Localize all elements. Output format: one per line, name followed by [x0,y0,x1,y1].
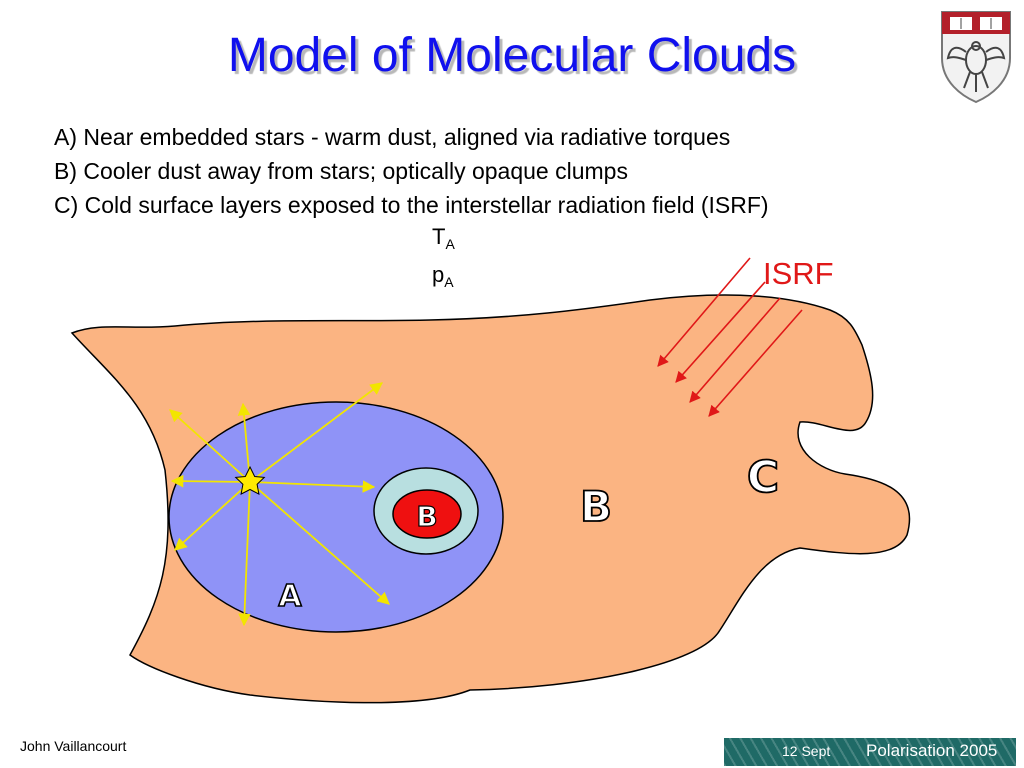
isrf-arrow [675,281,766,383]
star-ray [174,481,251,551]
star-rays [169,382,390,627]
clump-inner [392,489,462,539]
bullet-list: A) Near embedded stars - warm dust, alig… [54,120,769,222]
footer-author: John Vaillancourt [20,738,127,754]
region-a-label: A [278,579,302,614]
star-ray [169,409,251,483]
star-ray [249,382,384,483]
footer-conference: Polarisation 2005 [866,741,998,760]
density-subscript: A [444,274,454,290]
bullet-b: B) Cooler dust away from stars; opticall… [54,158,628,184]
region-a [168,401,504,633]
star-ray [249,481,390,605]
temperature-symbol: T [432,224,446,249]
footer-bar: 12 Sept Polarisation 2005 [724,738,1016,766]
isrf-arrow [657,257,751,367]
bullet-a: A) Near embedded stars - warm dust, alig… [54,124,731,150]
temperature-subscript: A [445,236,455,252]
isrf-arrow [708,309,803,417]
density-symbol: p [432,262,445,287]
star-ray [238,481,251,627]
isrf-label: ISRF [763,256,834,291]
bullet-c: C) Cold surface layers exposed to the in… [54,192,769,218]
isrf-arrow [689,297,781,403]
clump-label: B [416,500,437,533]
star-ray [170,474,251,488]
footer-date: 12 Sept [782,743,831,759]
temperature-label: TA [432,224,455,252]
isrf-arrows [657,257,803,417]
density-label: pA [432,262,454,290]
slide-title: Model of Molecular Clouds [227,29,797,82]
star-icon [234,465,266,496]
region-c-label: C [747,452,779,503]
region-b-label: B [580,482,612,531]
crest-icon [941,11,1011,104]
star-ray [249,480,376,493]
